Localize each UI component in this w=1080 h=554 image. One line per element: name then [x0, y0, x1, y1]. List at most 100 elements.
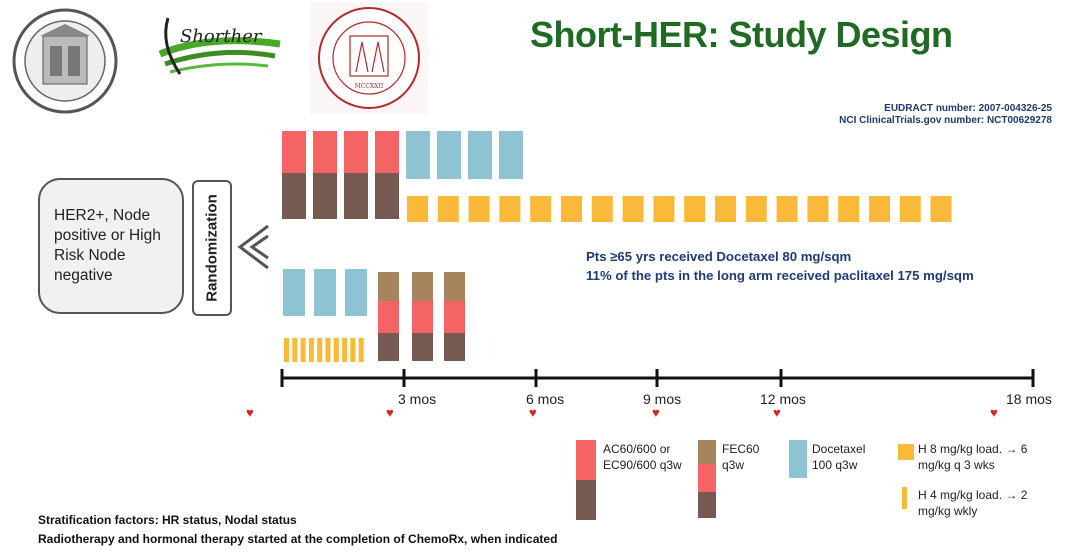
long-arm-ac-cycle: [313, 173, 337, 219]
shorther-logo-text: Shorther: [180, 26, 263, 47]
note-line-2: 11% of the pts in the long arm received …: [586, 268, 974, 283]
short-arm-herceptin-dose: [292, 338, 298, 362]
short-arm-fec-cycle: [412, 301, 433, 333]
tick-label-6mos: 6 mos: [526, 391, 565, 407]
long-arm-herceptin-cycle: [468, 196, 490, 222]
legend-fec-swatch: [698, 464, 716, 492]
heart-icon: ♥: [386, 405, 394, 420]
short-arm-herceptin-dose: [308, 338, 314, 362]
short-arm-fec-blocks: [378, 272, 465, 361]
long-arm-ac-cycle: [282, 131, 306, 173]
short-arm-docetaxel-cycle: [283, 269, 305, 316]
patient-population-text: HER2+, Node positive or High Risk Node n…: [54, 207, 161, 284]
university-seal-logo: [10, 6, 120, 121]
long-arm-herceptin-cycle: [591, 196, 613, 222]
heart-icon: ♥: [246, 405, 254, 420]
short-arm-fec-cycle: [444, 301, 465, 333]
long-arm-herceptin-cycle: [499, 196, 521, 222]
long-arm-herceptin-cycle: [684, 196, 706, 222]
long-arm-herceptin-cycle: [407, 196, 428, 222]
eudract-number: EUDRACT number: 2007-004326-25: [884, 103, 1052, 114]
long-arm-herceptin-cycle: [561, 196, 582, 222]
short-arm-fec-cycle: [412, 333, 433, 361]
split-arrow-icon: [237, 224, 269, 270]
long-arm-docetaxel-blocks: [406, 131, 523, 179]
long-arm-herceptin-cycle: [437, 196, 459, 222]
footer-line-2: Radiotherapy and hormonal therapy starte…: [38, 532, 558, 546]
short-arm-herceptin-dose: [350, 338, 356, 362]
legend-ac-swatch: [576, 440, 596, 480]
note-line-1: Pts ≥65 yrs received Docetaxel 80 mg/sqm: [586, 249, 852, 264]
legend-h-short-label: H 4 mg/kg load. → 2 mg/kg wkly: [918, 488, 1028, 518]
padova-university-seal-logo: MCCXXII: [310, 2, 428, 119]
short-arm-docetaxel-blocks: [283, 269, 367, 316]
tick-label-18mos: 18 mos: [1006, 391, 1052, 407]
legend-h-long-label: H 8 mg/kg load. → 6 mg/kg q 3 wks: [918, 442, 1028, 472]
long-arm-docetaxel-cycle: [406, 131, 430, 179]
page-title: Short-HER: Study Design: [530, 14, 953, 55]
long-arm-ac-blocks: [282, 131, 399, 219]
long-arm-ac-cycle: [344, 173, 368, 219]
long-arm-herceptin-cycle: [653, 196, 675, 222]
long-arm-ac-cycle: [375, 131, 399, 173]
legend-h-long-swatch: [898, 444, 914, 460]
shorther-logo: Shorther: [150, 4, 290, 99]
long-arm-herceptin-cycle: [869, 196, 890, 222]
tick-label-9mos: 9 mos: [643, 391, 682, 407]
short-arm-herceptin-dose: [342, 338, 348, 362]
legend-ac-label: AC60/600 or EC90/600 q3w: [603, 442, 682, 472]
timeline-axis: [280, 369, 1035, 387]
legend-ac-swatch: [576, 480, 596, 520]
long-arm-herceptin-cycle: [807, 196, 829, 222]
long-arm-docetaxel-cycle: [468, 131, 492, 179]
long-arm-herceptin-blocks: [407, 196, 952, 222]
long-arm-herceptin-cycle: [838, 196, 860, 222]
footer-line-1: Stratification factors: HR status, Nodal…: [38, 513, 297, 527]
short-arm-fec-cycle: [444, 272, 465, 301]
long-arm-ac-cycle: [344, 131, 368, 173]
short-arm-herceptin-dose: [325, 338, 331, 362]
short-arm-docetaxel-cycle: [314, 269, 336, 316]
nct-number: NCI ClinicalTrials.gov number: NCT006292…: [839, 115, 1052, 126]
short-arm-herceptin-dose: [317, 338, 323, 362]
short-arm-fec-cycle: [412, 272, 433, 301]
long-arm-herceptin-cycle: [715, 196, 736, 222]
tick-label-3mos: 3 mos: [398, 391, 437, 407]
randomization-box: Randomization: [192, 180, 232, 316]
long-arm-ac-cycle: [375, 173, 399, 219]
short-arm-fec-cycle: [378, 333, 399, 361]
legend-h-short-swatch: [902, 487, 907, 509]
long-arm-herceptin-cycle: [776, 196, 798, 222]
short-arm-herceptin-dose: [300, 338, 306, 362]
short-arm-herceptin-dose: [284, 338, 289, 362]
long-arm-ac-cycle: [282, 173, 306, 219]
short-arm-docetaxel-cycle: [345, 269, 367, 316]
legend-fec-swatch: [698, 492, 716, 518]
short-arm-herceptin-dose: [333, 338, 339, 362]
legend-fec-swatch: [698, 440, 716, 464]
padova-seal-year: MCCXXII: [355, 83, 384, 90]
long-arm-ac-cycle: [313, 131, 337, 173]
long-arm-docetaxel-cycle: [437, 131, 461, 179]
short-arm-fec-cycle: [378, 272, 399, 301]
legend-docetaxel-label: Docetaxel 100 q3w: [812, 442, 866, 472]
heart-icon: ♥: [529, 405, 537, 420]
legend-docetaxel-swatch: [789, 440, 807, 478]
legend-swatches: [576, 440, 914, 520]
heart-icon: ♥: [652, 405, 660, 420]
heart-icon: ♥: [773, 405, 781, 420]
short-arm-fec-cycle: [378, 301, 399, 333]
long-arm-herceptin-cycle: [530, 196, 552, 222]
short-arm-fec-cycle: [444, 333, 465, 361]
tick-label-12mos: 12 mos: [760, 391, 806, 407]
long-arm-docetaxel-cycle: [499, 131, 523, 179]
heart-icon: ♥: [990, 405, 998, 420]
legend-fec-label: FEC60 q3w: [722, 442, 760, 472]
long-arm-herceptin-cycle: [899, 196, 921, 222]
patient-population-box: HER2+, Node positive or High Risk Node n…: [38, 178, 184, 314]
long-arm-herceptin-cycle: [622, 196, 644, 222]
short-arm-herceptin-dose: [358, 338, 364, 362]
long-arm-herceptin-cycle: [930, 196, 952, 222]
short-arm-herceptin-blocks: [284, 338, 364, 362]
